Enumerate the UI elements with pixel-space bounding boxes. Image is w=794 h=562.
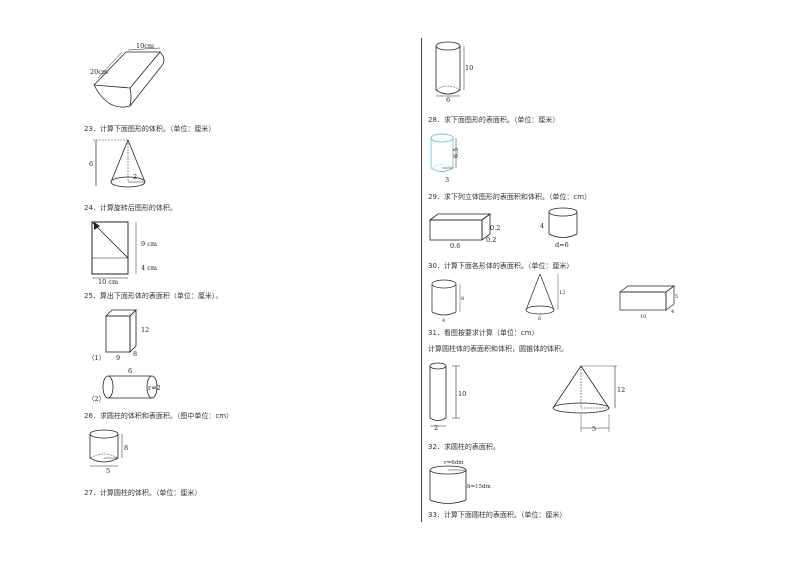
question-31-subtext: 计算圆柱体的表面积和体积，圆锥体的体积。 <box>428 345 568 353</box>
box-q29-figure: 0.2 0.2 0.6 <box>428 213 500 250</box>
trap-height2-label: 4 cm <box>141 264 157 272</box>
lying-cylinder-q25-figure: （2） 6 r=2 <box>88 367 161 403</box>
prism-width-label: 9 <box>116 354 120 362</box>
trapezoid-q24-figure: 9 cm 4 cm 10 cm <box>91 221 157 286</box>
q30-cone-height-label: 12 <box>559 290 565 296</box>
q30-cyl-height-label: 8 <box>461 296 464 302</box>
q32-height-label: h=15dm <box>467 484 492 490</box>
q31-cyl-diameter-label: 2 <box>434 424 438 432</box>
question-27: 27．计算圆柱的体积。（单位：厘米） <box>84 489 202 497</box>
q30-box-height-label: 5 <box>675 294 678 300</box>
cylinder-q29-figure: 4 d=6 <box>540 207 578 249</box>
cylinder-q30-figure: 8 4 <box>431 279 464 324</box>
cone23-radius-label: 2 <box>133 173 137 181</box>
cylinder-q28-figure: 6.5 3 <box>430 133 460 184</box>
question-26: 26．求圆柱的体积和表面积。（图中单位：cm） <box>84 412 234 420</box>
q30-cyl-diameter-label: 4 <box>442 318 445 324</box>
half-cyl-length-label: 20cm <box>90 68 108 76</box>
question-28: 28．求下面图形的表面积。（单位：厘米） <box>428 116 560 124</box>
cyl29-diameter-label: d=6 <box>555 241 569 249</box>
cylinder-q26-figure: 8 5 <box>89 429 128 475</box>
q32-radius-label: r=6dm <box>444 460 464 466</box>
question-32: 32．求圆柱的表面积。 <box>428 443 500 451</box>
box29-b-label: 0.2 <box>486 236 496 244</box>
cone23-height-label: 6 <box>89 160 93 168</box>
q25-part1-label: （1） <box>88 354 105 362</box>
column-divider <box>421 38 422 522</box>
prism-height-label: 12 <box>141 326 149 334</box>
prism-depth-label: 8 <box>133 350 137 358</box>
cone-q23-figure: 6 2 <box>89 139 146 188</box>
question-29: 29．求下列立体图形的表面积和体积。（单位：cm） <box>428 193 592 201</box>
cylinder-top-right-figure: 10 6 <box>435 41 473 104</box>
cyl-top-diameter-label: 6 <box>446 96 450 104</box>
cyl25-radius-label: r=2 <box>148 384 161 392</box>
question-23: 23．计算下面图形的体积。（单位：厘米） <box>84 125 216 133</box>
cylinder-q32-figure: r=6dm h=15dm <box>429 460 492 504</box>
cyl-top-height-label: 10 <box>465 64 473 72</box>
question-25: 25．算出下面形体的表面积（单位：厘米）。 <box>84 292 223 300</box>
question-33: 33．计算下面圆柱的表面积。（单位：厘米） <box>428 511 567 519</box>
q30-box-depth-label: 4 <box>671 309 674 315</box>
q31-cone-radius-label: 5 <box>592 425 596 433</box>
q31-cone-height-label: 12 <box>617 386 625 394</box>
question-24: 24．计算旋转后图形的体积。 <box>84 204 177 212</box>
question-31: 31．看图按要求计算（单位：cm） <box>428 329 539 337</box>
cyl28-radius-label: 3 <box>445 176 449 184</box>
q31-cyl-height-label: 10 <box>458 390 466 398</box>
cyl25-length-label: 6 <box>128 367 132 375</box>
half-cylinder-figure: 10cm 20cm <box>90 42 165 108</box>
box-q30-figure: 5 10 4 <box>618 285 678 320</box>
half-cyl-width-label: 10cm <box>136 42 154 50</box>
cyl26-height-label: 8 <box>124 444 128 452</box>
cyl28-height-label: 6.5 <box>452 148 460 158</box>
box29-c-label: 0.6 <box>450 242 460 250</box>
trap-width-label: 10 cm <box>98 278 118 286</box>
cyl26-diameter-label: 5 <box>106 467 110 475</box>
trap-height1-label: 9 cm <box>141 240 157 248</box>
prism-q25-figure: （1） 12 9 8 <box>88 309 149 362</box>
cyl29-height-label: 4 <box>540 222 544 230</box>
cone-q31-figure: 12 5 <box>552 365 625 433</box>
q25-part2-label: （2） <box>88 395 105 403</box>
cylinder-q31-figure: 10 2 <box>429 362 466 432</box>
question-30: 30．计算下面各形体的表面积。（单位：厘米） <box>428 262 574 270</box>
q30-cone-diameter-label: 6 <box>538 316 541 322</box>
box29-a-label: 0.2 <box>490 224 500 232</box>
cone-q30-figure: 12 6 <box>525 273 565 322</box>
q30-box-width-label: 10 <box>640 314 646 320</box>
